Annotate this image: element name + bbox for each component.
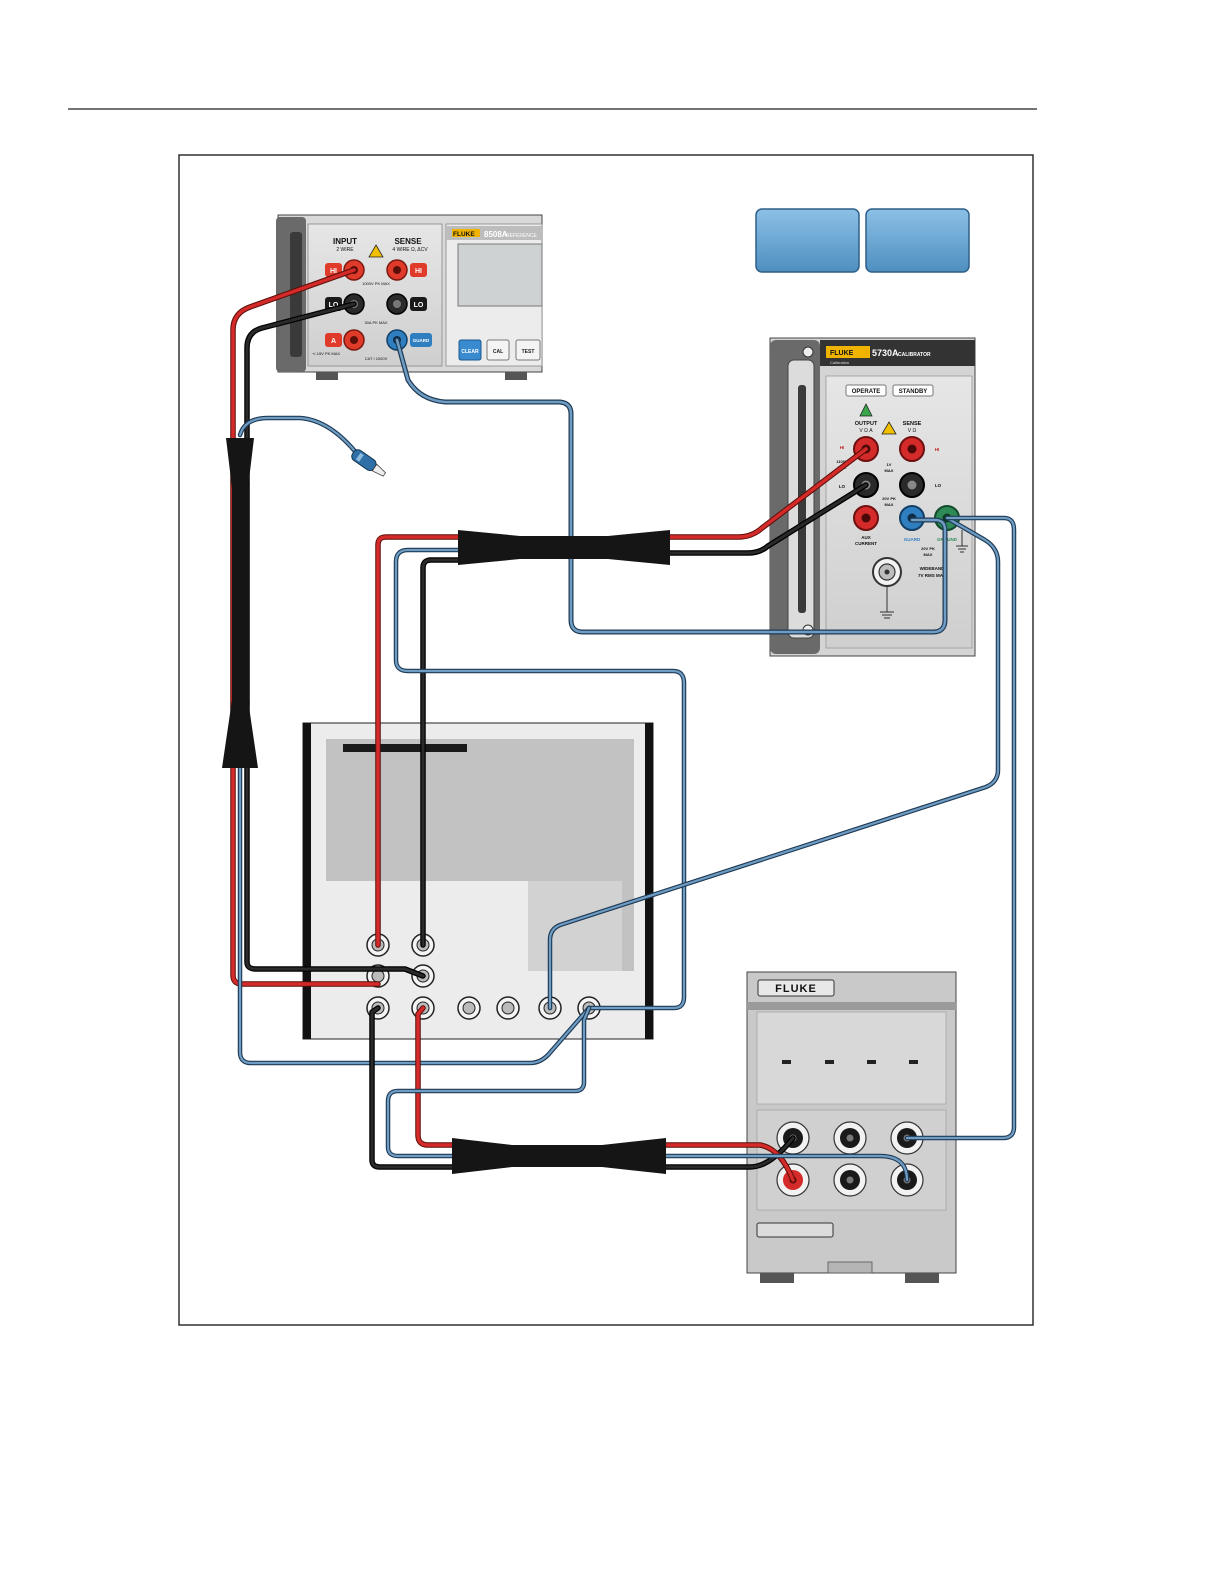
calibrator-operate-label: OPERATE [852,389,881,395]
calibrator-aux-label-2: CURRENT [855,541,877,546]
calibrator-hi-label-left: HI [840,445,845,450]
calibrator-wideband-label-2: 7V RMS MAX [918,573,946,578]
left-cable-jacket [222,438,258,768]
meter-sense-label: SENSE [394,237,422,246]
calibrator-standby-button[interactable] [892,384,934,397]
calibrator-brand-sub: Calibration [830,360,849,365]
calibrator-v-max-1: 1100V [836,459,848,464]
ground-icon [956,530,968,553]
calibrator-pk-max-1: 20V PK [882,496,896,501]
danger-icon [859,403,873,417]
meter-button-clear[interactable] [458,339,482,361]
middle-cable-jacket [458,530,670,565]
meter-8508a: FLUKE 8508A REFERENCE CLEAR CAL TEST INP… [276,214,543,380]
meter-button-test-label: TEST [522,349,535,355]
meter-lo-tag-left-label: LO [329,302,339,309]
calibrator-guard-max-2: MAX [924,552,933,557]
meter-input-sub: 2 WIRE [336,247,354,253]
calibrator-operate-button[interactable] [845,384,887,397]
calibrator-model-suffix: CALIBRATOR [898,352,931,358]
calibrator-lo-label-left: LO [839,484,846,489]
meter-display [457,243,543,307]
meter-cat: CAT I 1000V [365,356,388,361]
meter-button-test[interactable] [515,339,541,361]
calibrator-hi-label-right: HI [935,447,940,452]
calibrator-model: 5730A [872,348,899,358]
calibrator-output-label: OUTPUT [855,421,878,427]
standard-indicator-4 [909,1060,918,1064]
calibrator-guard-label: GUARD [904,537,921,542]
calibrator-standby-label: STANDBY [899,389,928,395]
calibrator-sense-sub: V Ω [908,428,917,434]
reference-standard: FLUKE [746,971,957,1283]
meter-hi-tag-right-label: HI [415,268,422,275]
bottom-cable-jacket [452,1138,666,1174]
blue-probe-plug [351,449,387,477]
meter-button-clear-label: CLEAR [461,349,479,355]
standard-indicator-3 [867,1060,876,1064]
meter-input-label: INPUT [333,237,357,246]
meter-guard-tag [410,333,432,347]
standard-brand-plate [757,979,835,997]
meter-hi-tag-left-label: HI [330,268,337,275]
meter-sense-sub: 4 WIRE Ω, ΔCV [392,247,428,253]
calibrator-guard-max-1: 20V PK [921,546,935,551]
meter-a-tag [325,333,342,347]
cable-jackets [222,438,670,1174]
blank-button-pair [755,208,970,273]
calibrator-brand: FLUKE [830,350,854,357]
meter-button-cal-label: CAL [493,349,503,355]
meter-a-tag-label: A [331,338,336,345]
meter-button-cal[interactable] [486,339,510,361]
meter-guard-tag-label: GUARD [413,338,430,343]
meter-a-max: 30A PK MAX [364,320,387,325]
blank-blue-button-right [865,208,970,273]
meter-model: 8508A [484,230,508,239]
meter-guard-max: +/-15V PK MAX [312,351,340,356]
standard-indicator-1 [782,1060,791,1064]
ground-icon [880,586,894,619]
calibrator-pk-max-2: MAX [885,502,894,507]
calibrator-aux-label-1: AUX [861,535,871,540]
fixture-label-bar [343,744,467,752]
cables [230,267,1017,1183]
calibrator-v-rms-2: MAX [885,468,894,473]
standard-indicator-2 [825,1060,834,1064]
meter-hi-tag-right [410,263,427,277]
adapter-fixture [302,722,654,1040]
blank-blue-button-left [755,208,860,273]
meter-lo-tag-right-label: LO [414,302,424,309]
standard-brand: FLUKE [775,983,817,995]
meter-lo-tag-right [410,297,427,311]
meter-v-max: 1000V PK MAX [362,281,390,286]
meter-brand: FLUKE [453,231,475,238]
calibrator-sense-label: SENSE [903,421,922,427]
calibrator-v-rms-1: 1V [887,462,892,467]
calibrator-output-sub: V Ω A [859,428,873,434]
warning-icon [881,421,897,435]
calibrator-lo-label-right: LO [935,483,942,488]
warning-icon [368,244,384,258]
calibrator-wideband-label-1: WIDEBAND [920,566,945,571]
meter-model-suffix: REFERENCE [506,233,538,239]
standard-label-slot [756,1222,834,1238]
